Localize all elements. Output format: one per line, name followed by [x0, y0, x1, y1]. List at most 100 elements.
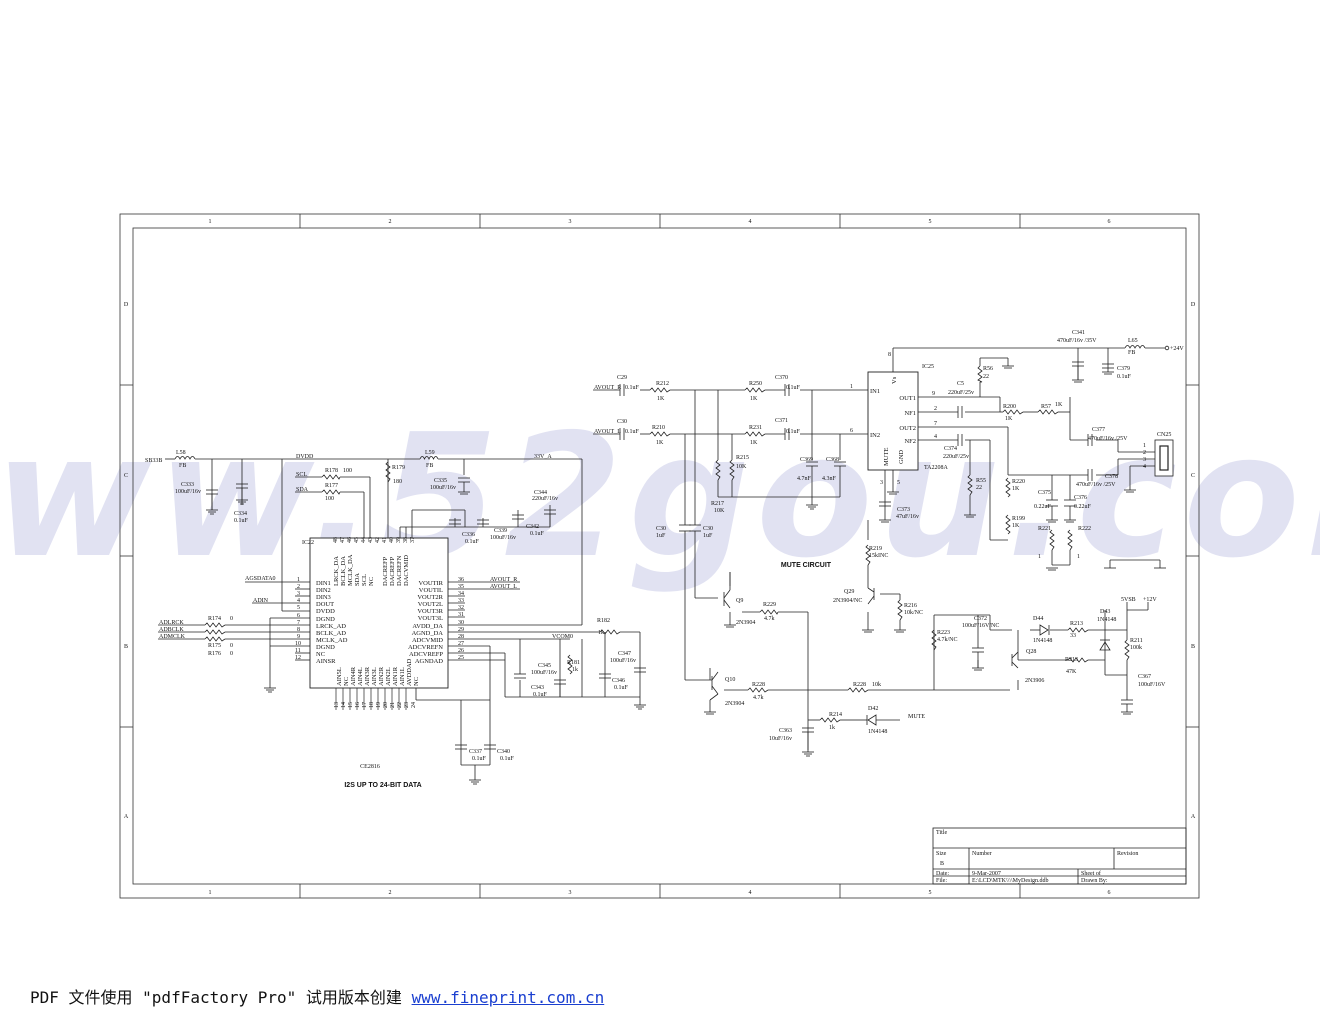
ic25-pin-out2: OUT2	[899, 425, 916, 432]
ic22-num-17: 17	[362, 702, 368, 708]
lbl-l58: L58	[176, 450, 186, 456]
svg-text:7: 7	[934, 421, 937, 427]
net-mute: MUTE	[908, 714, 925, 720]
lbl-r179v: 180	[393, 479, 402, 485]
lbl-r229v: 4.7k	[764, 616, 775, 622]
ic22-pin-lrck-da: LRCK_DA	[333, 556, 340, 586]
lbl-r228a: R228	[752, 682, 765, 688]
ic22-pin-dout: DOUT	[316, 601, 334, 608]
zone-row-a: A	[124, 814, 129, 820]
zone-row-c: C	[124, 473, 128, 479]
lbl-r57v: 1K	[1055, 402, 1063, 408]
ic22-num-35: 35	[458, 584, 464, 590]
lbl-r57: R57	[1041, 404, 1051, 410]
lbl-r211: R211	[1130, 638, 1143, 644]
lbl-c375v: 0.22uF	[1034, 504, 1052, 510]
ic25-pin-nf2: NF2	[904, 438, 916, 445]
zone-col-5-bottom: 5	[929, 890, 932, 896]
lbl-c339v: 100uF/16v	[490, 535, 516, 541]
lbl-c374: C374	[944, 446, 957, 452]
ic22-num-23: 23	[404, 702, 410, 708]
ic22-pin-dacrefn: DACREFN	[396, 555, 403, 586]
zone-row-d-right: D	[1191, 302, 1196, 308]
lbl-c333: C333	[181, 482, 194, 488]
ic22-chip: IC22 CE2816 DIN1 DIN2 DIN3 DOUT DVDD DGN…	[295, 537, 464, 789]
ic22-pin-avdd-da: AVDD_DA	[412, 623, 443, 630]
lbl-r210v: 1K	[656, 440, 664, 446]
ic22-pin-mclk-ad: MCLK_AD	[316, 637, 348, 644]
lbl-q10v: 2N3904	[725, 701, 744, 707]
lbl-r174: R174	[208, 616, 221, 622]
lbl-c342: C342	[526, 524, 539, 530]
lbl-r217v: 10K	[714, 508, 725, 514]
ic22-pin-nc-top: NC	[368, 577, 375, 586]
lbl-r250v: 1K	[750, 396, 758, 402]
lbl-r223v: 4.7k/NC	[937, 637, 958, 643]
ic22-num-4: 4	[297, 598, 300, 604]
net-33va: 33V_A	[534, 454, 552, 460]
ic22-pin-din3: DIN3	[316, 594, 331, 601]
zone-labels: 1 2 3 4 5 6 1 2 3 4 5 6 D C B A D C B A	[124, 219, 1196, 896]
ic25-pin-mute: MUTE	[883, 448, 890, 466]
net-adlrck: ADLRCK	[159, 620, 184, 626]
lbl-r223: R223	[937, 630, 950, 636]
ic22-pin-ain1l: AIN1L	[399, 667, 406, 686]
ic22-num-36: 36	[458, 577, 464, 583]
lbl-c335: C335	[434, 478, 447, 484]
ic22-num-44: 44	[361, 537, 367, 543]
lbl-c363: C363	[779, 728, 792, 734]
ic22-pin-ain4l: AIN4L	[357, 667, 364, 686]
ic25-part: TA2208A	[924, 465, 949, 471]
lbl-q29: Q29	[844, 589, 854, 595]
ic22-num-18: 18	[369, 702, 375, 708]
ic22-num-21: 21	[390, 702, 396, 708]
zone-col-5: 5	[929, 219, 932, 225]
net-scl: SCL	[296, 472, 307, 478]
lbl-r199v: 1K	[1012, 523, 1020, 529]
ic22-pin-dvdd: DVDD	[316, 608, 335, 615]
ic22-num-45: 45	[354, 537, 360, 543]
zone-col-3: 3	[569, 219, 572, 225]
lbl-r200: R200	[1003, 404, 1016, 410]
net-avout-r-in: AVOUT_R	[594, 385, 621, 391]
lbl-c5: C5	[957, 381, 964, 387]
lbl-c340v: 0.1uF	[500, 756, 515, 762]
svg-text:3: 3	[1143, 457, 1146, 463]
ic22-pin-dacrefp2: DACREFP	[389, 556, 396, 586]
lbl-r56: R56	[983, 366, 993, 372]
ic22-num-38: 38	[403, 537, 409, 543]
footer-link[interactable]: www.fineprint.com.cn	[411, 988, 605, 1007]
lbl-c372v: 100uF/16V/NC	[962, 623, 999, 629]
ic22-part: CE2816	[360, 764, 380, 770]
lbl-r175: R175	[208, 643, 221, 649]
lbl-c379: C379	[1117, 366, 1130, 372]
ic22-num-1: 1	[297, 577, 300, 583]
lbl-c377v: 470uF/16v /25V	[1088, 436, 1128, 442]
lbl-c336: C336	[462, 532, 475, 538]
ic22-pin-agndad: AGNDAD	[415, 658, 443, 665]
svg-text:1: 1	[1143, 443, 1146, 449]
ic22-pin-nc: NC	[316, 651, 325, 658]
lbl-r177: R177	[325, 483, 338, 489]
diodes	[856, 624, 1111, 726]
lbl-c346: C346	[612, 678, 625, 684]
zone-col-6-bottom: 6	[1108, 890, 1111, 896]
lbl-c334: C334	[234, 511, 247, 517]
zone-col-1: 1	[209, 219, 212, 225]
ic22-num-20: 20	[383, 702, 389, 708]
footer-text: PDF 文件使用 "pdfFactory Pro" 试用版本创建	[30, 988, 412, 1007]
zone-row-d: D	[124, 302, 129, 308]
lbl-c347v: 100uF/16v	[610, 658, 636, 664]
ic22-pin-ain4r: AIN4R	[350, 666, 357, 686]
ic25-ref: IC25	[922, 364, 934, 370]
net-avout-l-ic: AVOUT_L	[490, 584, 517, 590]
ic22-num-31: 31	[458, 612, 464, 618]
ic22-num-5: 5	[297, 605, 300, 611]
cn25-connector: CN25 1 2 3 4	[1143, 432, 1174, 477]
lbl-c377: C377	[1092, 427, 1105, 433]
lbl-r216: R216	[904, 603, 917, 609]
lbl-r213a: R213	[1070, 621, 1083, 627]
lbl-r55v: 22	[976, 485, 982, 491]
lbl-d44: D44	[1033, 616, 1043, 622]
svg-text:9: 9	[932, 391, 935, 397]
